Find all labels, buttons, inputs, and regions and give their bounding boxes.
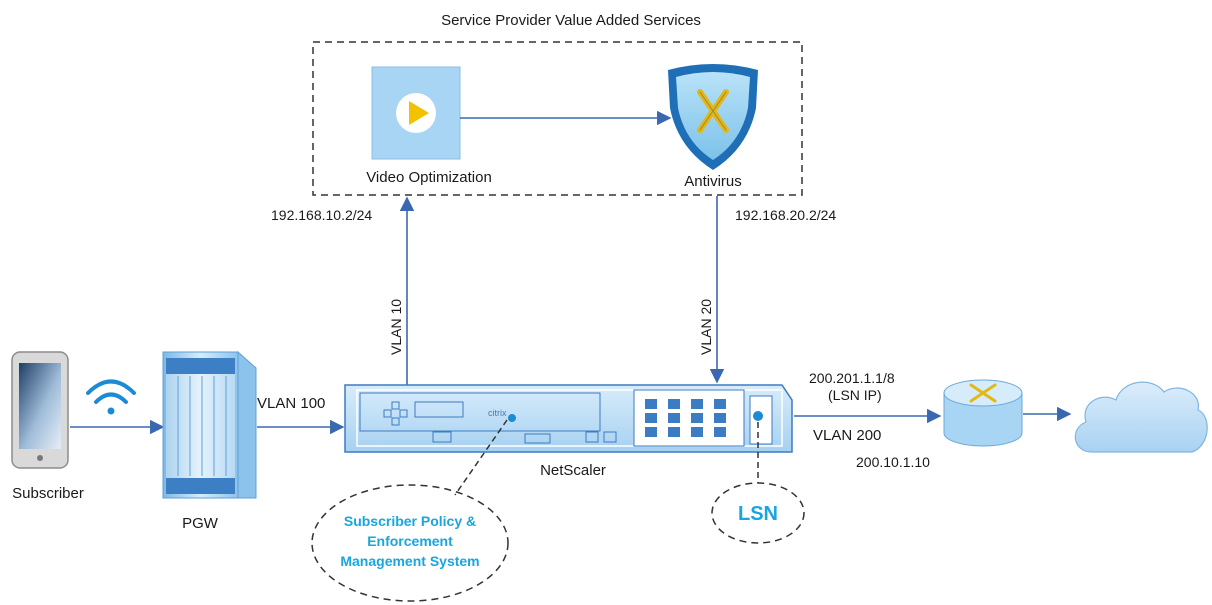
- vlan100-label: VLAN 100: [257, 395, 325, 412]
- vlan200-label: VLAN 200: [813, 427, 881, 444]
- lsn-label: LSN: [738, 503, 778, 525]
- video-optimization-node: [371, 66, 461, 160]
- subscriber-label: Subscriber: [12, 485, 84, 502]
- netscaler-label: NetScaler: [540, 462, 606, 479]
- vas-title: Service Provider Value Added Services: [441, 12, 701, 29]
- appliance-icon: citrix: [344, 384, 793, 453]
- lsn-ip-address-label: 200.201.1.1/8: [809, 370, 895, 386]
- play-icon: [396, 93, 436, 133]
- vlan20-label: VLAN 20: [698, 299, 714, 355]
- vas-boundary: [312, 41, 803, 196]
- server-rack-icon: [162, 350, 257, 499]
- wifi-icon: [86, 379, 136, 415]
- policy-system-bubble: [311, 484, 509, 602]
- policy-line2: Enforcement: [367, 533, 453, 549]
- ip-vlan10-label: 192.168.10.2/24: [271, 207, 372, 223]
- policy-connector: [454, 419, 508, 496]
- lsn-bubble: [711, 482, 805, 544]
- shield-icon: [668, 64, 758, 170]
- router-ip-label: 200.10.1.10: [856, 454, 930, 470]
- antivirus-label: Antivirus: [684, 173, 742, 190]
- mobile-phone-icon: [11, 351, 69, 469]
- video-optimization-label: Video Optimization: [366, 169, 492, 186]
- ip-vlan20-label: 192.168.20.2/24: [735, 207, 836, 223]
- policy-line3: Management System: [340, 553, 479, 569]
- lsn-ip-tag-label: (LSN IP): [828, 387, 882, 403]
- router-icon: [943, 379, 1023, 447]
- policy-line1: Subscriber Policy &: [344, 513, 476, 529]
- svg-text:citrix: citrix: [488, 408, 507, 418]
- vlan10-label: VLAN 10: [388, 299, 404, 355]
- pgw-label: PGW: [182, 515, 219, 532]
- cloud-icon: [1074, 381, 1208, 453]
